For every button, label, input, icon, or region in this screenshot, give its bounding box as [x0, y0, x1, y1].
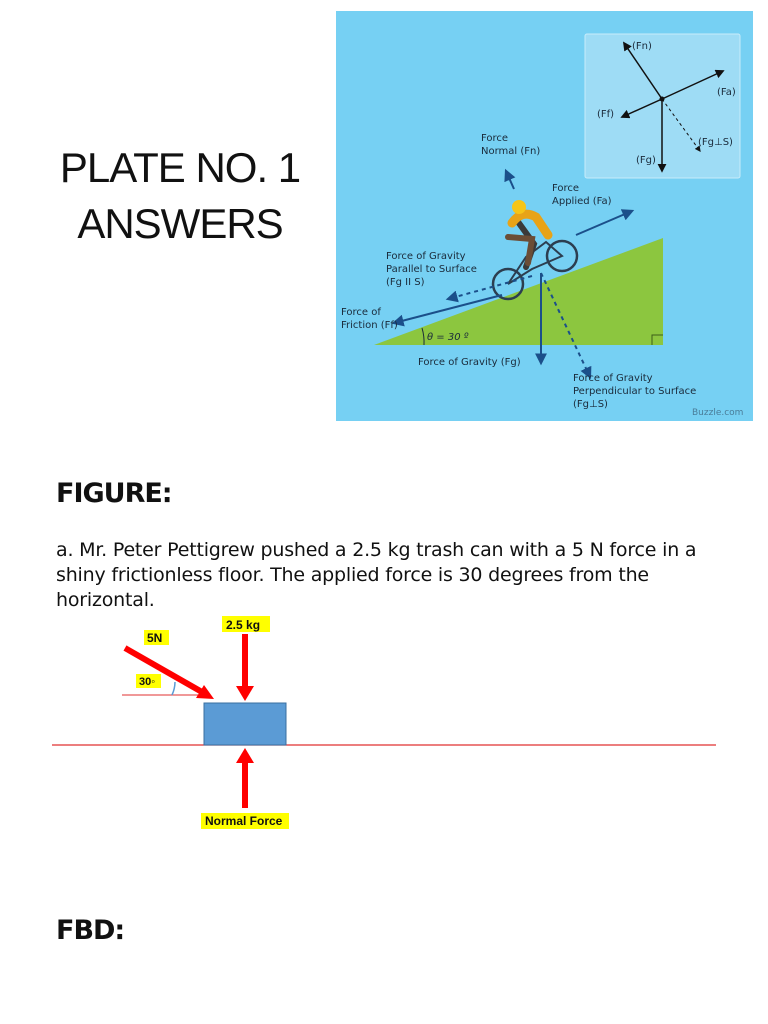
label-applied-2: Applied (Fa) — [552, 196, 612, 207]
label-friction-2: Friction (Ff) — [341, 320, 398, 331]
inset-fa-label: (Fa) — [717, 87, 736, 98]
normal-force-arrow — [236, 748, 254, 808]
weight-arrow — [236, 634, 254, 701]
incline-force-diagram: (Fn) (Fa) (Ff) (Fg) (Fg⊥S) Force — [336, 11, 753, 421]
normal-force-label: Normal Force — [205, 814, 283, 828]
force-arrows — [391, 168, 635, 380]
force-label: 5N — [147, 631, 162, 645]
angle-label: 30◦ — [139, 676, 155, 688]
label-perpendicular-3: (Fg⊥S) — [573, 399, 608, 410]
label-parallel-1: Force of Gravity — [386, 251, 466, 262]
incline-slope — [374, 238, 663, 345]
label-normal-1: Force — [481, 133, 508, 144]
label-gravity: Force of Gravity (Fg) — [418, 357, 521, 368]
inset-ff-label: (Ff) — [597, 109, 614, 120]
label-friction-1: Force of — [341, 307, 381, 318]
applied-force-arrow — [123, 645, 214, 699]
label-angle: θ = 30 º — [427, 332, 469, 343]
figure-heading: FIGURE: — [56, 478, 173, 509]
title-line-1: PLATE NO. 1 — [59, 144, 301, 191]
inset-fg-label: (Fg) — [636, 155, 656, 166]
trash-can-box — [203, 702, 287, 746]
fbd-heading: FBD: — [56, 915, 125, 946]
cyclist-icon — [491, 200, 579, 301]
label-normal-2: Normal (Fn) — [481, 146, 540, 157]
page-title: PLATE NO. 1 ANSWERS — [40, 140, 320, 252]
label-parallel-3: (Fg II S) — [386, 277, 425, 288]
label-parallel-2: Parallel to Surface — [386, 264, 477, 275]
inset-fn-label: (Fn) — [632, 41, 652, 52]
mass-label: 2.5 kg — [226, 618, 260, 632]
label-perpendicular-1: Force of Gravity — [573, 373, 653, 384]
title-line-2: ANSWERS — [77, 200, 283, 247]
inset-arrows — [620, 41, 725, 173]
problem-text: a. Mr. Peter Pettigrew pushed a 2.5 kg t… — [56, 539, 697, 611]
label-perpendicular-2: Perpendicular to Surface — [573, 386, 696, 397]
inset-fgperp-label: (Fg⊥S) — [698, 137, 733, 148]
watermark: Buzzle.com — [692, 408, 743, 418]
label-applied-1: Force — [552, 183, 579, 194]
trash-can-figure: 5N 30◦ 2.5 kg Normal Force — [52, 616, 716, 829]
